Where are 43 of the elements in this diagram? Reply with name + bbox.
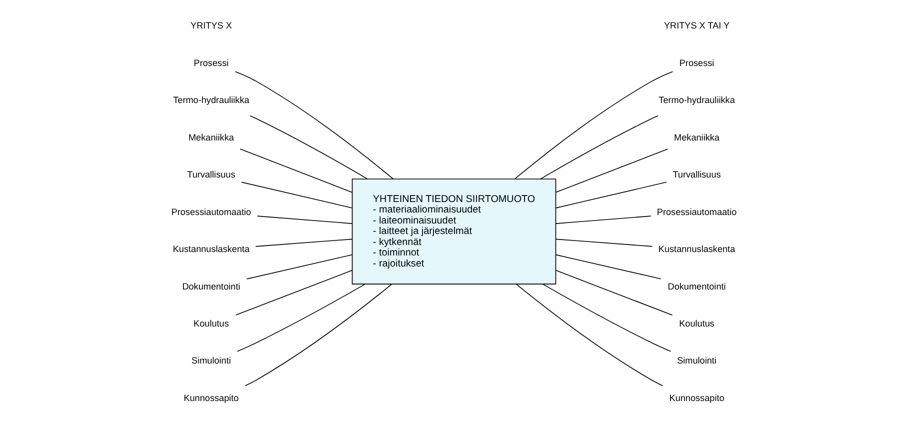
node-text: Simulointi — [192, 356, 231, 366]
node-text: Turvallisuus — [672, 170, 721, 180]
node-text: Turvallisuus — [187, 170, 236, 180]
connector — [516, 284, 664, 386]
connector — [556, 270, 673, 316]
connector — [246, 254, 353, 280]
node-text: Kustannuslaskenta — [172, 244, 250, 254]
connector — [255, 238, 352, 247]
connector — [556, 148, 668, 193]
connector — [556, 254, 662, 280]
connector — [241, 182, 353, 208]
connector — [542, 284, 672, 352]
node-text: Prosessiautomaatio — [171, 206, 252, 217]
node-text: Prosessiautomaatio — [656, 206, 737, 217]
connector — [234, 71, 394, 180]
node-text: Koulutus — [194, 318, 229, 328]
connector — [556, 216, 652, 224]
node-box: YHTEINEN TIEDON SIIRTOMUOTO - materiaaliominaisuudet - laiteominaisuudet - laitteet ja järjestelmät - kytkennät - toiminnot - rajoitukset — [352, 178, 556, 284]
connector — [256, 216, 352, 224]
node-text: Dokumentointi — [668, 281, 726, 292]
node-text: Mekaniikka — [188, 132, 234, 142]
node-text: Simulointi — [677, 356, 716, 366]
connector — [235, 270, 352, 316]
node-text: Prosessi — [194, 58, 229, 68]
connector — [244, 284, 392, 386]
connector — [236, 284, 366, 352]
connector — [540, 115, 658, 180]
node-text: Mekaniikka — [674, 132, 720, 142]
label: YRITYS X TAI Y — [664, 20, 730, 31]
node-text: Dokumentointi — [182, 281, 240, 292]
node-text: Termo-hydrauliikka — [173, 95, 250, 106]
node-text: Koulutus — [679, 318, 714, 328]
connector — [250, 115, 368, 180]
node-text: Kunnossapito — [184, 392, 239, 403]
connector — [514, 71, 674, 180]
node-text: Termo-hydrauliikka — [658, 95, 735, 106]
node-text: Kunnossapito — [669, 392, 724, 403]
connector — [556, 238, 653, 247]
node-text: Kustannuslaskenta — [658, 244, 736, 254]
connector — [556, 182, 667, 208]
connector — [240, 148, 353, 193]
node-text: Prosessi — [679, 58, 714, 68]
label: YRITYS X — [190, 20, 232, 31]
